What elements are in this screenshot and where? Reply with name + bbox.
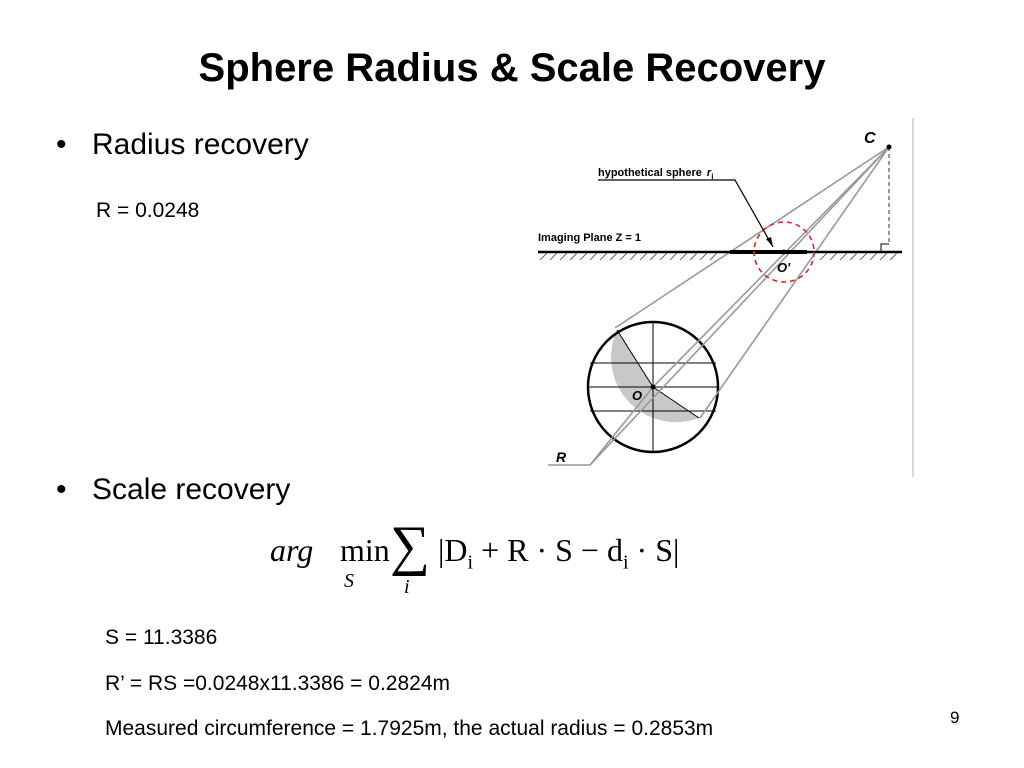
sphere-projection-diagram: C hypothetical sphere ri Imaging Plane Z …: [538, 118, 914, 477]
formula-sum-subscript: i: [404, 576, 410, 598]
hypothetical-sphere: [753, 221, 815, 283]
right-angle-mark: [880, 243, 889, 252]
formula-rest-1: + R · S − d: [473, 532, 623, 568]
measurement-line: Measured circumference = 1.7925m, the ac…: [105, 717, 714, 740]
scale-value: S = 11.3386: [105, 626, 218, 649]
bullet-text: Scale recovery: [92, 473, 291, 506]
sphere-center-point: [650, 384, 656, 390]
label-imaging-plane: Imaging Plane Z = 1: [538, 232, 641, 244]
radius-value: R = 0.0248: [96, 199, 200, 222]
label-hypothetical-text: hypothetical sphere: [598, 167, 702, 179]
formula-body-subscript: i: [467, 551, 474, 574]
imaging-plane-hatching: [539, 252, 898, 261]
bullet-radius-recovery: • Radius recovery: [56, 128, 309, 162]
formula-min: min: [340, 532, 390, 568]
bullet-text: Radius recovery: [92, 128, 309, 161]
hypothetical-sphere-leader: [598, 179, 774, 248]
formula-sum: ∑: [390, 515, 430, 577]
page-number: 9: [950, 708, 960, 727]
projection-lines: [589, 146, 890, 466]
label-camera-c: C: [864, 130, 876, 147]
sphere-shaded-sector: [611, 330, 699, 423]
scale-formula: arg min S ∑ i |Di + R · S − di · S|: [270, 515, 730, 602]
slide-title: Sphere Radius & Scale Recovery: [198, 46, 826, 90]
image-center-point: [781, 249, 787, 255]
scaled-radius: R’ = RS =0.0248x11.3386 = 0.2824m: [105, 672, 450, 695]
bullet-scale-recovery: • Scale recovery: [56, 473, 290, 507]
formula-arg: arg: [270, 532, 314, 568]
formula-body: |Di + R · S − di · S|: [438, 532, 679, 574]
formula-body-text: |D: [438, 532, 468, 568]
label-hypothetical-sphere: hypothetical sphere ri: [598, 167, 713, 181]
leader-arrowhead: [766, 237, 773, 247]
formula-rest-2: · S|: [628, 532, 680, 568]
camera-point: [886, 144, 892, 150]
label-o-prime: O': [777, 260, 791, 275]
label-r-i: r: [707, 167, 712, 179]
bullet-glyph: •: [56, 128, 67, 161]
bullet-glyph: •: [56, 473, 67, 506]
label-r-i-subscript: i: [711, 172, 713, 181]
label-r: R: [556, 449, 567, 465]
formula-rest-subscript: i: [622, 551, 629, 574]
label-o: O: [632, 388, 642, 403]
formula-min-subscript: S: [344, 570, 354, 592]
